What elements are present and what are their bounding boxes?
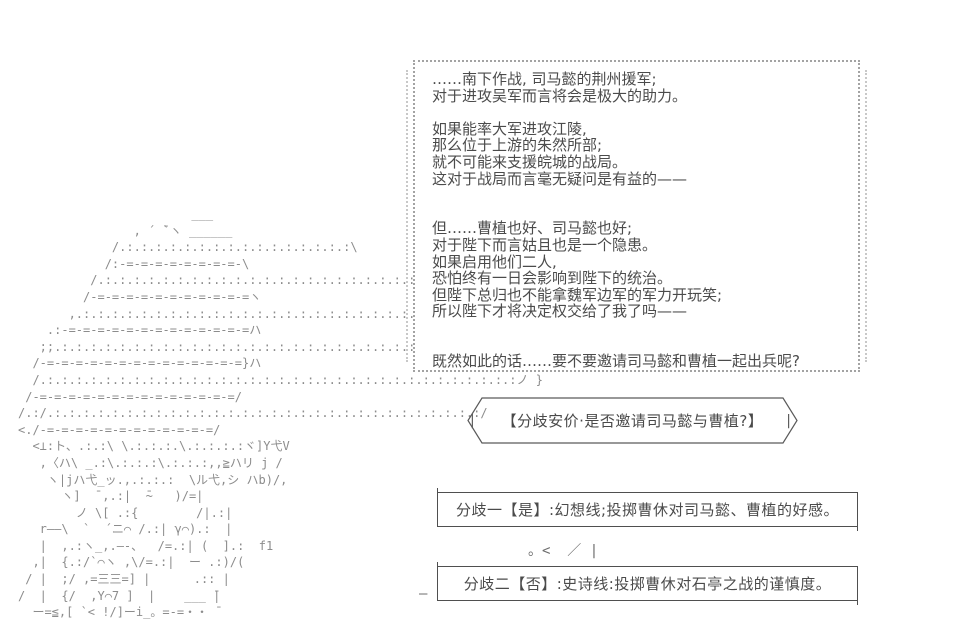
dialogue-line: 但陛下总归也不能拿魏军边军的军力开玩笑; (432, 285, 723, 304)
dialogue-line: 就不可能来支援皖城的战局。 (432, 152, 628, 171)
dialogue-line: 对于进攻吴军而言将会是极大的助力。 (432, 86, 688, 105)
dialogue-line (432, 337, 858, 354)
dialogue-line (432, 320, 858, 337)
dialogue-line: 如果能率大军进攻江陵, (432, 119, 587, 138)
dialogue-line (432, 104, 858, 121)
dialogue-line: 如果启用他们二人, (432, 252, 557, 271)
option-box-yes: 分歧一【是】:幻想线;投掷曹休对司马懿、曹植的好感。 (437, 488, 858, 531)
dialogue-box: ……南下作战, 司马懿的荆州援军;对于进攻吴军而言将会是极大的助力。 如果能率大… (406, 60, 867, 372)
dialogue-line: 所以陛下才将决定权交给了我了吗—— (432, 302, 688, 321)
aa-dash-fragment: ― (419, 586, 428, 602)
ascii-art-character: ___ , ´ ̄`ヽ ______ /.:.:.:.:.:.:.:.:.:.:… (18, 207, 543, 620)
dialogue-line: 恐怕终有一日会影响到陛下的统治。 (432, 269, 673, 288)
option-box-no: 分歧二【否】:史诗线:投掷曹休对石亭之战的谨慎度。 (437, 562, 858, 605)
anchor-right-bar: | (786, 412, 791, 429)
dialogue-line: ……南下作战, 司马懿的荆州援军; (432, 70, 657, 88)
option-no-label: 分歧二【否】:史诗线:投掷曹休对石亭之战的谨慎度。 (463, 575, 832, 593)
dialogue-lines: ……南下作战, 司马懿的荆州援军;对于进攻吴军而言将会是极大的助力。 如果能率大… (432, 71, 858, 370)
dialogue-line: 这对于战局而言毫无疑问是有益的—— (432, 169, 688, 188)
anchor-left-bar: | (470, 412, 475, 429)
dialogue-line: 那么位于上游的朱然所部; (432, 136, 603, 155)
dialogue-line: 但……曹植也好、司马懿也好; (432, 219, 633, 238)
dialogue-line: 对于陛下而言姑且也是一个隐患。 (432, 235, 658, 254)
dialogue-line (432, 187, 858, 204)
anchor-banner: | 【分歧安价·是否邀请司马懿与曹植?】 | (467, 397, 798, 444)
dialogue-line: 既然如此的话……要不要邀请司马懿和曹植一起出兵呢? (432, 352, 800, 371)
dialogue-line (432, 204, 858, 221)
option-yes-label: 分歧一【是】:幻想线;投掷曹休对司马懿、曹植的好感。 (455, 501, 840, 519)
anchor-banner-border (467, 397, 798, 444)
aa-hand-fragment: 。< ／ | (528, 543, 599, 559)
anchor-banner-label: 【分歧安价·是否邀请司马懿与曹植?】 (501, 412, 764, 430)
